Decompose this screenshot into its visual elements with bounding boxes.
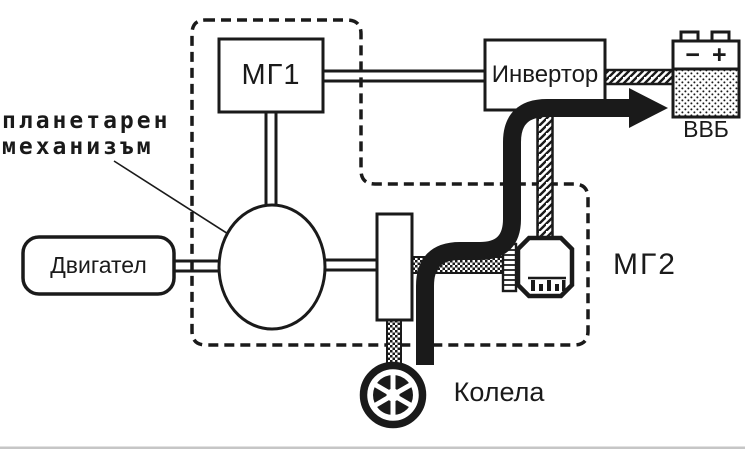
planetary-label-line2: механизъм [2,134,154,160]
shaft-planetary-gearbox [323,258,377,272]
inverter-label: Инвертор [491,61,599,88]
battery-plus-sign: + [712,40,727,69]
shaft-mg1-inverter [323,69,485,83]
geared-shaft-gearbox-wheel [386,319,402,366]
planetary-label-line1: планетарен [2,108,171,134]
image-bottom-edge [0,446,745,449]
battery-icon [671,30,741,119]
electric-link-inverter-battery [603,68,675,86]
battery-terminals-label: − + [673,41,739,69]
mg1-label: МГ1 [241,59,301,91]
shaft-mg1-planetary [264,112,278,206]
engine-box [21,235,176,296]
mg1-box [217,37,325,114]
wheels-label: Колела [453,376,545,407]
shaft-engine-planetary [174,259,222,273]
motor-icon [515,235,575,299]
planetary-gear-ellipse [217,203,327,331]
engine-label: Двигател [50,252,147,278]
power-flow-arrow [416,88,668,365]
gearbox-box [375,212,414,322]
dashed-group-outline [190,18,590,347]
battery-electrolyte [671,67,741,119]
battery-label: ВВБ [683,115,729,142]
electric-link-inverter-mg2 [536,108,554,242]
mg2-label: МГ2 [613,248,677,281]
wheel-icon [359,361,427,429]
battery-minus-sign: − [685,40,700,69]
planetary-mechanism-label: планетарен механизъм [2,108,212,164]
